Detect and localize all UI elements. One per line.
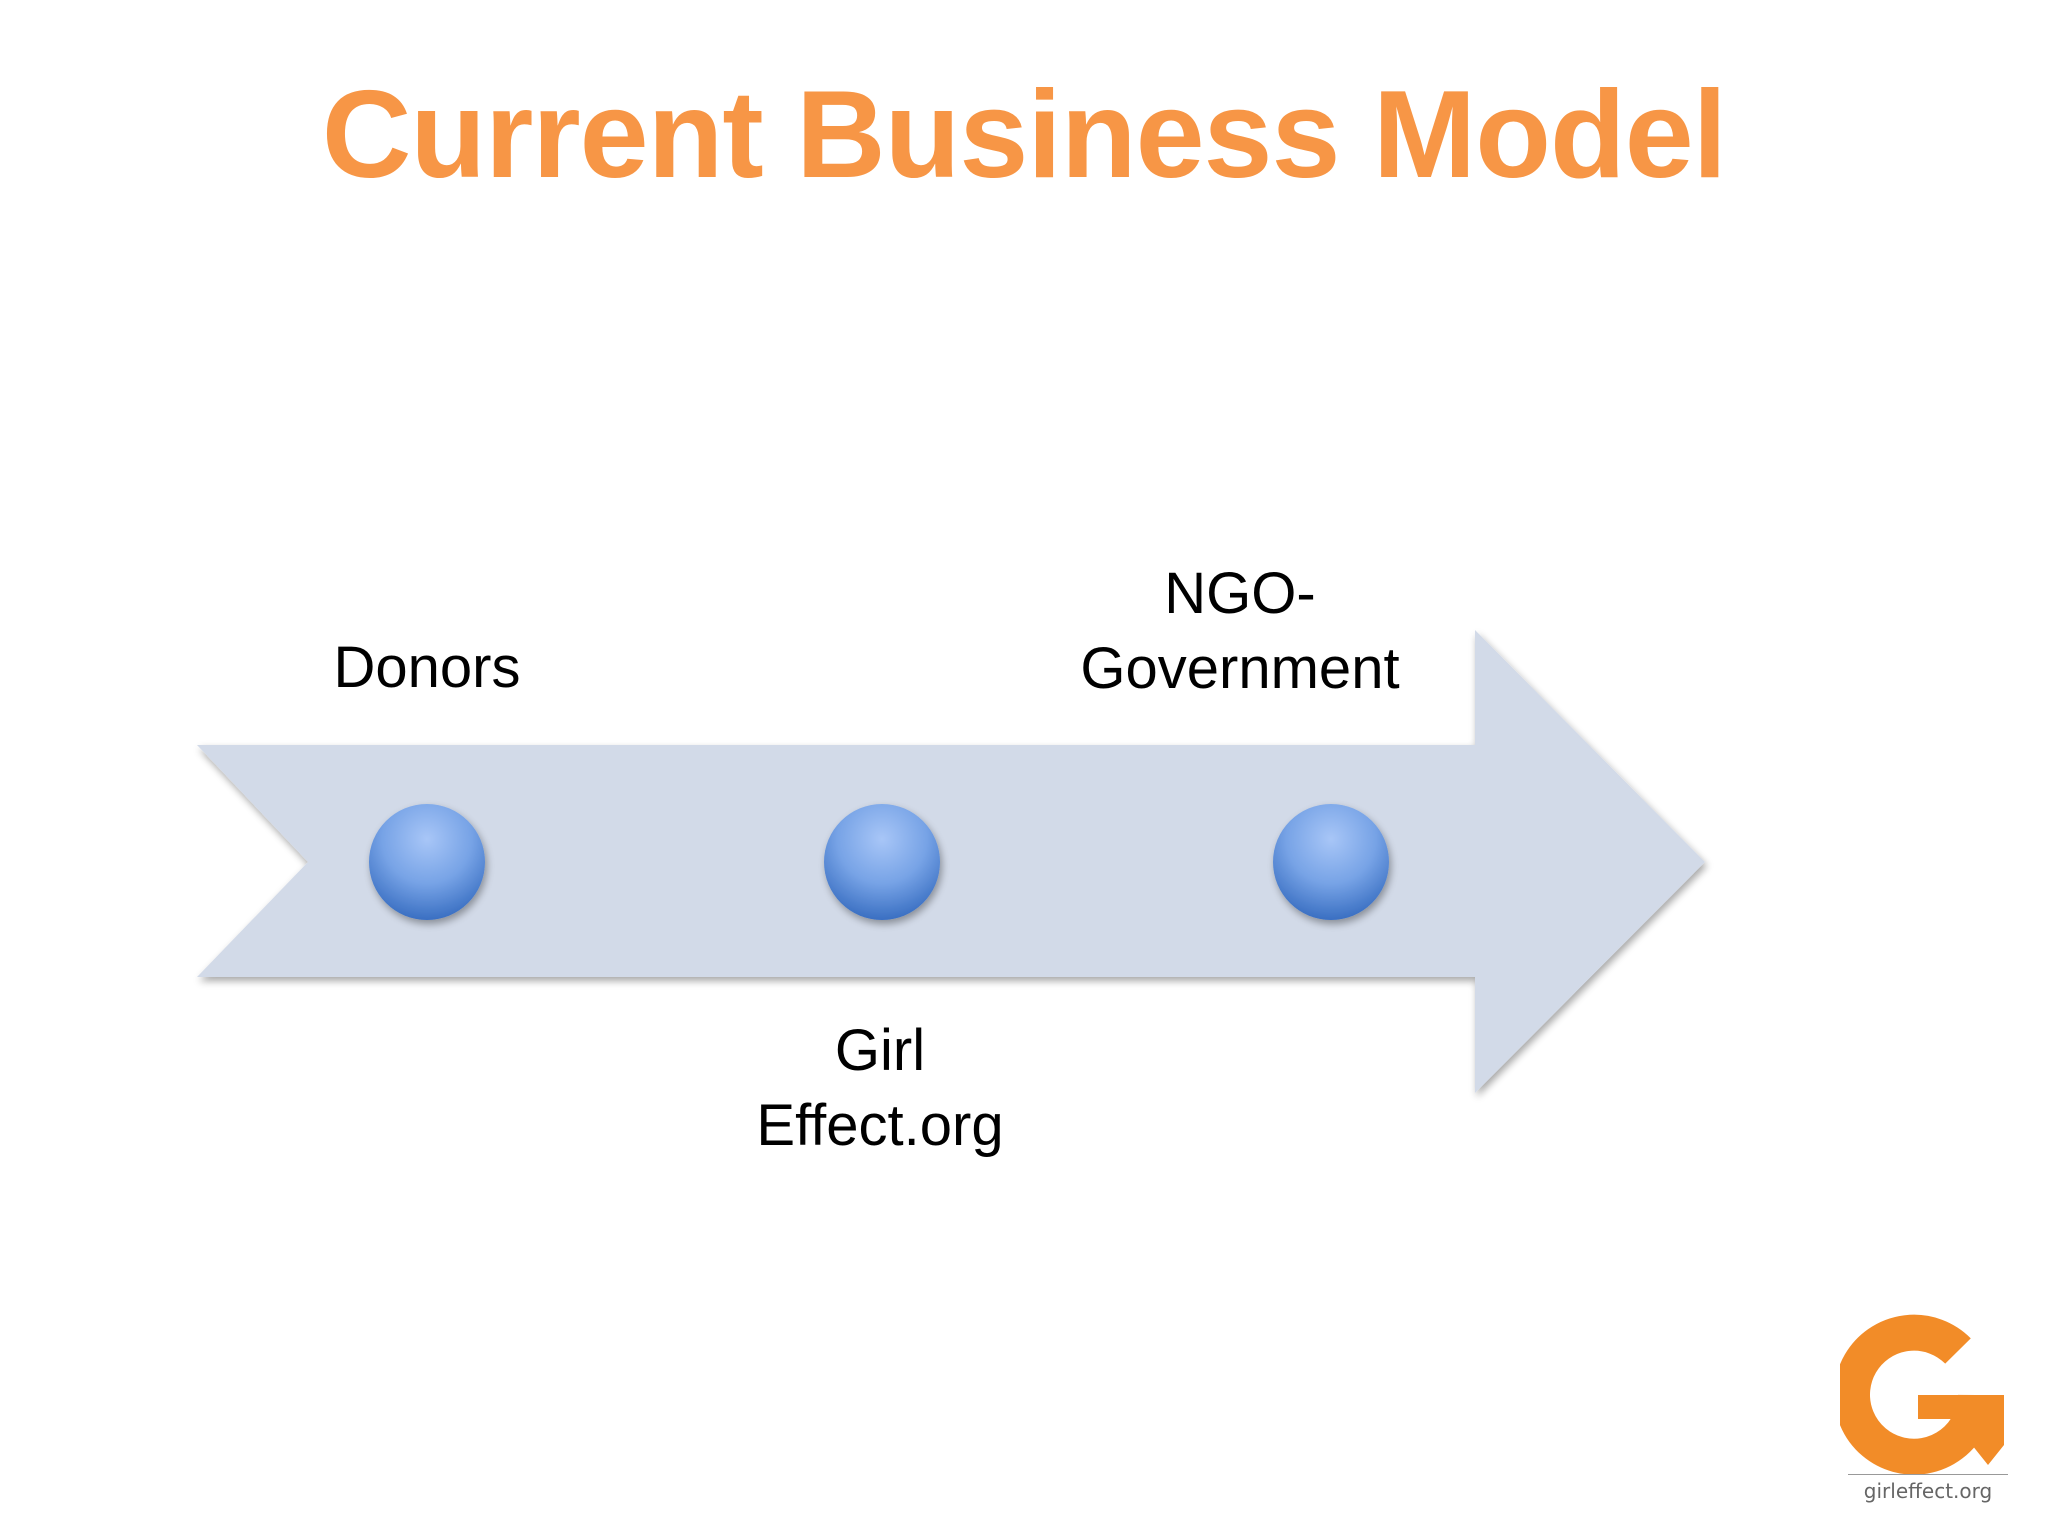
logo-caption: girleffect.org (1848, 1474, 2008, 1503)
node-donors-circle (369, 804, 485, 920)
process-arrow (197, 630, 1705, 1093)
node-ngo-government-circle (1273, 804, 1389, 920)
node-girl-effect-circle (824, 804, 940, 920)
node-label-girl-effect: Girl Effect.org (756, 1018, 1004, 1158)
node-label-donors: Donors (333, 635, 521, 700)
node-label-ngo-government: NGO- Government (1080, 561, 1400, 701)
girl-effect-logo-icon (1840, 1314, 2004, 1475)
slide-title: Current Business Model (321, 66, 1727, 204)
